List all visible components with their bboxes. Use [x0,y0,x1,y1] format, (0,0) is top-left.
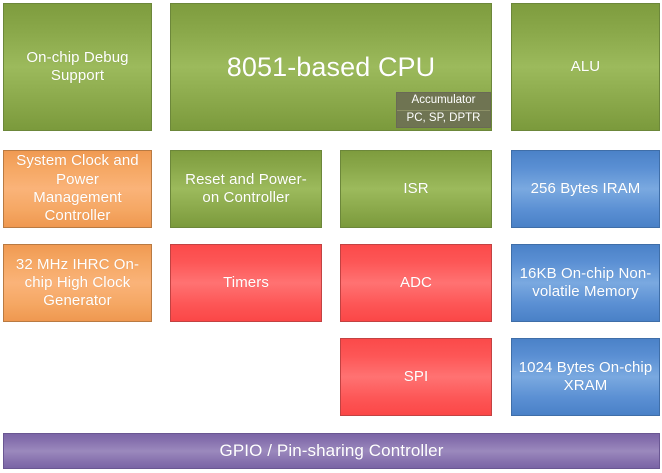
block-ihrc-clock-generator[interactable]: 32 MHz IHRC On-chip High Clock Generator [3,244,152,322]
block-gpio-pin-sharing-controller[interactable]: GPIO / Pin-sharing Controller [3,433,660,469]
block-label: ADC [400,273,432,291]
block-cpu[interactable]: 8051-based CPU [170,3,492,131]
block-label: Timers [223,273,269,291]
block-adc[interactable]: ADC [340,244,492,322]
block-label: 256 Bytes IRAM [530,179,641,197]
block-on-chip-debug-support[interactable]: On-chip Debug Support [3,3,152,131]
block-label: GPIO / Pin-sharing Controller [219,440,444,460]
accumulator-label: Accumulator [411,94,476,106]
block-iram[interactable]: 256 Bytes IRAM [511,150,660,228]
block-label: Reset and Power-on Controller [185,170,307,206]
block-label: System Clock and Power Management Contro… [16,152,139,225]
block-reset-power-on-controller[interactable]: Reset and Power-on Controller [170,150,322,228]
block-label: SPI [403,367,429,385]
block-nvm[interactable]: 16KB On-chip Non-volatile Memory [511,244,660,322]
block-label: 1024 Bytes On-chip XRAM [518,358,653,394]
block-label: ALU [570,57,601,75]
cpu-register-box[interactable]: Accumulator PC, SP, DPTR [396,92,491,128]
block-label: 16KB On-chip Non-volatile Memory [519,264,652,300]
block-alu[interactable]: ALU [511,3,660,131]
block-label: 32 MHz IHRC On-chip High Clock Generator [15,255,140,310]
block-timers[interactable]: Timers [170,244,322,322]
block-label: On-chip Debug Support [26,48,129,84]
block-system-clock-power-management-controller[interactable]: System Clock and Power Management Contro… [3,150,152,228]
block-xram[interactable]: 1024 Bytes On-chip XRAM [511,338,660,416]
block-isr[interactable]: ISR [340,150,492,228]
block-label: ISR [403,179,429,197]
block-label: 8051-based CPU [226,51,436,82]
block-spi[interactable]: SPI [340,338,492,416]
pointer-registers-label: PC, SP, DPTR [397,109,490,128]
